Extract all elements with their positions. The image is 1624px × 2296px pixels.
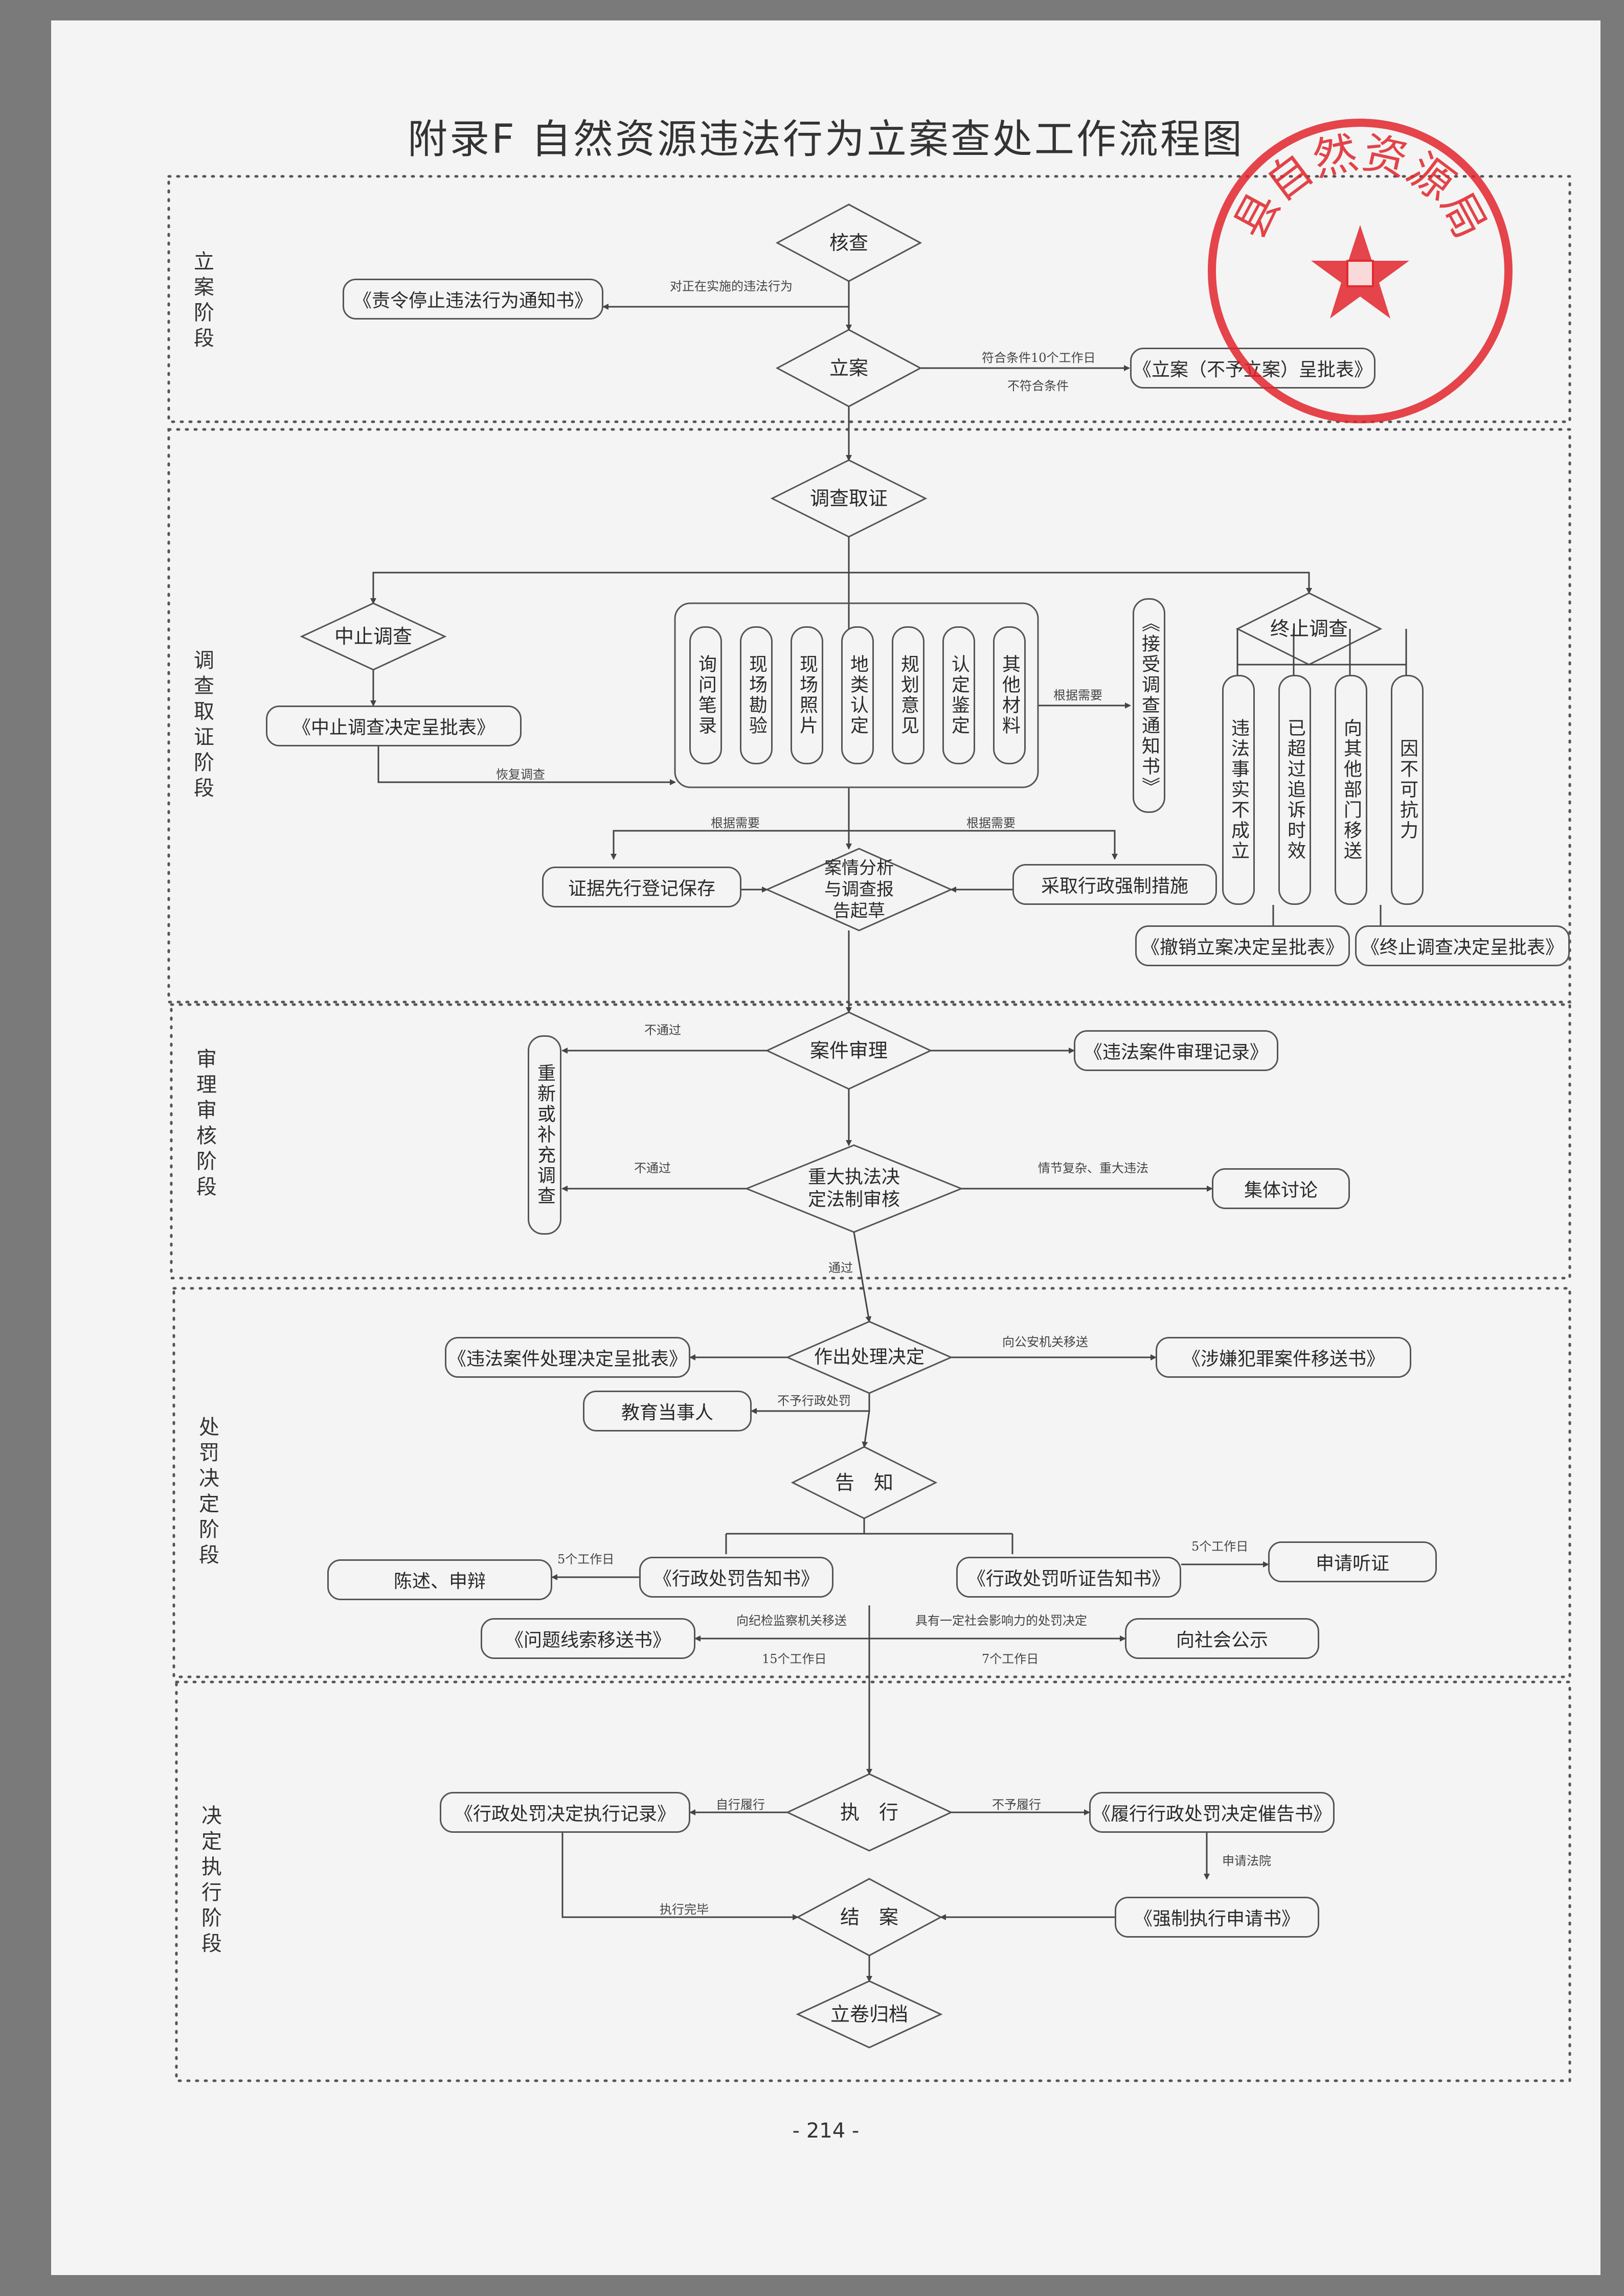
form-revoke: 《撤销立案决定呈批表》 [1135, 925, 1350, 966]
official-seal-stamp: 县自然资源局 [1208, 119, 1513, 423]
page-number: - 214 - [792, 2119, 860, 2143]
label-stop-illegal: 对正在实施的违法行为 [670, 279, 793, 293]
evidence-5: 规划意见 [892, 626, 924, 764]
form-review-record: 《违法案件审理记录》 [1074, 1030, 1278, 1071]
stage-box-3 [170, 1003, 1571, 1280]
form-clue: 《问题线索移送书》 [481, 1618, 695, 1659]
label-5days-right: 5个工作日 [1191, 1539, 1249, 1554]
page-title: 附录F 自然资源违法行为立案查处工作流程图 [408, 117, 1244, 163]
label-meet-conditions: 符合条件10个工作日 [982, 351, 1096, 365]
stage-label-2: 调查取证阶段 [190, 649, 214, 803]
stage-label-3: 审理审核阶段 [193, 1048, 216, 1201]
form-hearing-notice: 《行政处罚听证告知书》 [956, 1557, 1181, 1598]
node-zhongzhi: 中止调查 [334, 625, 412, 648]
node-zhongjie: 终止调查 [1270, 618, 1348, 640]
evidence-2: 现场勘验 [740, 626, 773, 764]
diamond-analysis [765, 848, 953, 931]
label-fail-1: 不通过 [644, 1023, 681, 1037]
label-public: 具有一定社会影响力的处罚决定 [915, 1613, 1087, 1628]
stage-label-5: 决定执行阶段 [198, 1805, 221, 1958]
node-diaocha: 调查取证 [809, 487, 888, 510]
diamond-archive [796, 1980, 943, 2049]
stage-label-1: 立案阶段 [190, 251, 214, 353]
stage-box-4 [172, 1287, 1571, 1678]
box-preserve: 证据先行登记保存 [542, 867, 741, 907]
stage-label-4: 处罚决定阶段 [195, 1416, 219, 1570]
node-major-review: 重大执法决定法制审核 [807, 1167, 900, 1210]
evidence-6: 认定鉴定 [942, 626, 975, 764]
label-7days: 7个工作日 [982, 1652, 1039, 1666]
form-zhongzhi: 《中止调查决定呈批表》 [266, 706, 522, 746]
form-urge: 《履行行政处罚决定催告书》 [1089, 1792, 1335, 1833]
node-notify: 告 知 [834, 1471, 893, 1494]
form-enforce: 《强制执行申请书》 [1115, 1897, 1319, 1938]
label-police: 向公安机关移送 [1002, 1335, 1088, 1349]
label-court: 申请法院 [1222, 1854, 1271, 1868]
evidence-1: 询问笔录 [689, 626, 722, 764]
node-archive: 立卷归档 [830, 2003, 908, 2026]
box-hearing-apply: 申请听证 [1268, 1541, 1437, 1582]
node-hecha: 核查 [829, 232, 868, 254]
evidence-7: 其他材料 [993, 626, 1026, 764]
label-need-notice: 根据需要 [1053, 688, 1102, 702]
label-done: 执行完毕 [660, 1902, 709, 1917]
form-zeling: 《责令停止违法行为通知书》 [343, 279, 603, 320]
form-terminate: 《终止调查决定呈批表》 [1355, 925, 1570, 966]
label-need-right: 根据需要 [966, 816, 1016, 830]
label-pass: 通过 [828, 1261, 853, 1275]
node-shenli: 案件审理 [809, 1039, 888, 1062]
flowchart-lines [167, 175, 1571, 2082]
reason-2: 已超过追诉时效 [1278, 675, 1311, 905]
label-complex: 情节复杂、重大违法 [1038, 1161, 1148, 1175]
form-decision: 《违法案件处理决定呈批表》 [445, 1337, 690, 1378]
box-statement: 陈述、申辩 [327, 1559, 552, 1600]
evidence-4: 地类认定 [841, 626, 874, 764]
label-resume: 恢复调查 [496, 767, 545, 782]
reason-4: 因不可抗力 [1391, 675, 1424, 905]
node-lian: 立案 [829, 357, 868, 379]
stage-box-5 [175, 1680, 1571, 2082]
box-educate: 教育当事人 [583, 1391, 752, 1431]
box-collective: 集体讨论 [1212, 1168, 1350, 1209]
stage-box-2 [167, 428, 1571, 1004]
box-publicize: 向社会公示 [1125, 1618, 1319, 1659]
label-5days-left: 5个工作日 [557, 1552, 615, 1566]
form-notice: 《接受调查通知书》 [1133, 598, 1165, 813]
evidence-3: 现场照片 [791, 626, 823, 764]
label-self: 自行履行 [716, 1798, 765, 1812]
box-redo-investigation: 重新或补充调查 [528, 1035, 561, 1235]
label-fail-2: 不通过 [634, 1161, 671, 1175]
node-close: 结 案 [840, 1906, 898, 1928]
label-not-meet: 不符合条件 [1007, 379, 1069, 393]
label-need-left: 根据需要 [711, 816, 760, 830]
node-execute: 执 行 [840, 1801, 898, 1824]
node-decide: 作出处理决定 [814, 1347, 924, 1368]
document-page: 附录F 自然资源违法行为立案查处工作流程图 [51, 20, 1600, 2275]
label-not-self: 不予履行 [992, 1798, 1041, 1812]
form-crime: 《涉嫌犯罪案件移送书》 [1156, 1337, 1411, 1378]
label-no-penalty: 不予行政处罚 [777, 1394, 851, 1408]
label-transfer: 向纪检监察机关移送 [736, 1613, 847, 1628]
reason-1: 违法事实不成立 [1222, 675, 1255, 905]
diamond-execute [785, 1773, 953, 1852]
reason-3: 向其他部门移送 [1335, 675, 1367, 905]
label-15days: 15个工作日 [762, 1652, 827, 1666]
form-exec-record: 《行政处罚决定执行记录》 [440, 1792, 690, 1833]
box-coercive: 采取行政强制措施 [1012, 864, 1217, 905]
node-analysis: 案情分析与调查报告起草 [824, 858, 894, 921]
evidence-container [674, 602, 1039, 788]
stage-box-1 [167, 175, 1571, 423]
form-penalty-notice: 《行政处罚告知书》 [639, 1557, 833, 1598]
